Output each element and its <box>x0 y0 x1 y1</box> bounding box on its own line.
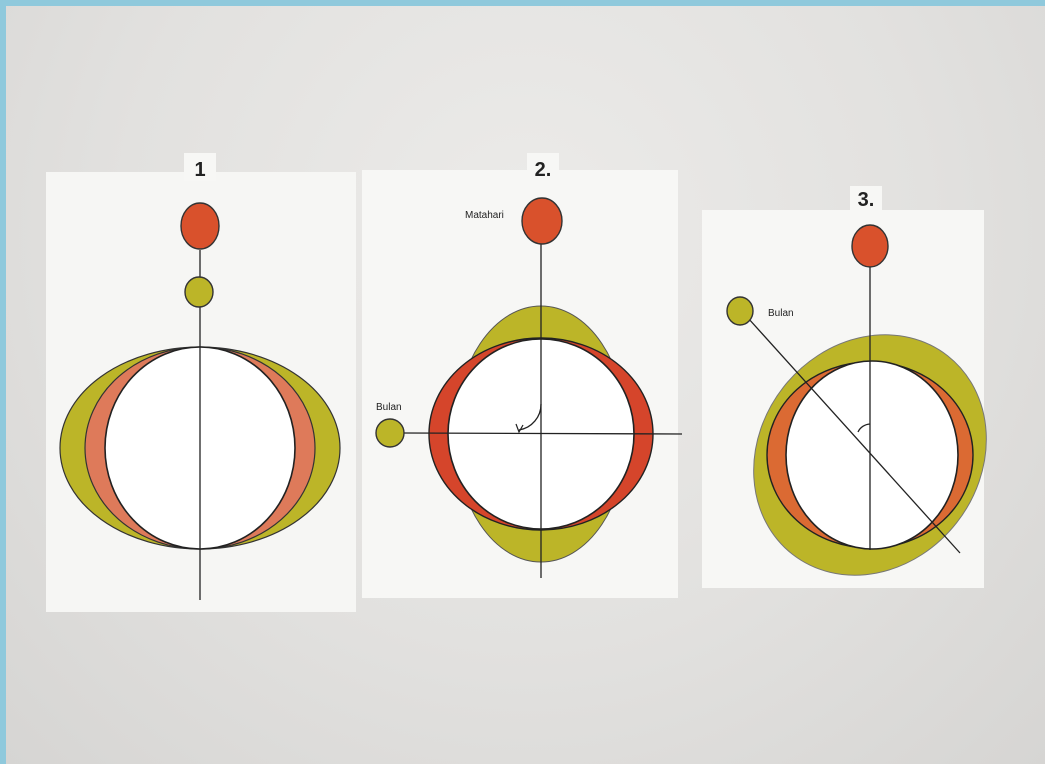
panel-number-2: 2. <box>535 159 552 181</box>
angle-arc <box>857 423 871 433</box>
panel-1: 1 <box>46 153 356 612</box>
moon <box>726 296 754 326</box>
sun <box>521 197 563 245</box>
moon-label: Bulan <box>768 308 794 319</box>
moon <box>375 418 405 448</box>
sun-label: Matahari <box>465 210 504 221</box>
moon-label: Bulan <box>376 402 402 413</box>
sun <box>180 202 220 250</box>
panel-3: 3. Bulan <box>702 186 987 588</box>
moon-axis <box>747 317 961 554</box>
angle-arrow-icon <box>515 423 524 434</box>
horizontal-axis <box>403 432 683 435</box>
number-label-card-2 <box>527 153 559 181</box>
panel-2: 2. Matahari Bulan <box>362 153 683 598</box>
panel-number-3: 3. <box>858 189 875 211</box>
sun <box>851 224 889 268</box>
number-label-card-1 <box>184 153 216 181</box>
photograph: 1 2. Matahari Bulan 3. <box>6 6 1045 764</box>
moon <box>184 276 214 308</box>
number-label-card-3 <box>850 186 882 214</box>
angle-arc <box>518 403 542 431</box>
tidal-diagrams-photo: 1 2. Matahari Bulan 3. <box>46 153 987 612</box>
panel-number-1: 1 <box>194 159 205 181</box>
